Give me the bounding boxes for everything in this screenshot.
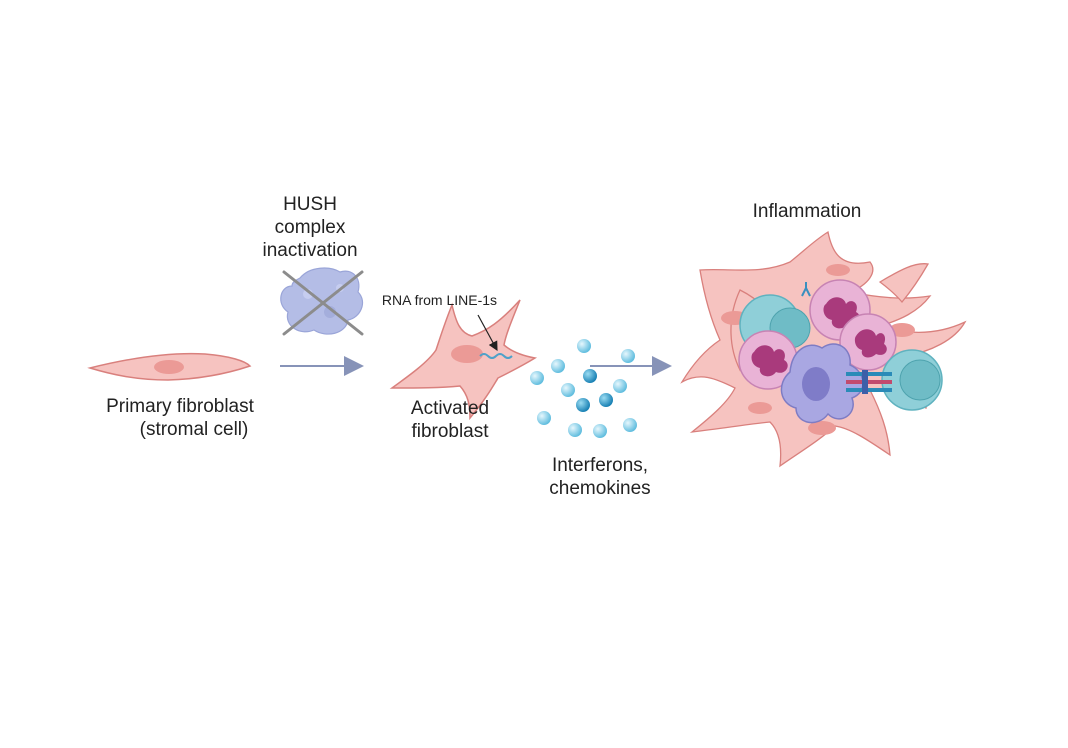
activated-label-line1: Activated (410, 398, 490, 419)
inflammation-label: Inflammation (752, 201, 862, 222)
cytokine-icon (599, 393, 613, 407)
hush-label-line3: inactivation (262, 240, 358, 261)
primary-label-line1: Primary fibroblast (106, 396, 254, 417)
hush-label: HUSH complex inactivation (240, 193, 380, 262)
cytokine-icon (621, 349, 635, 363)
cytokine-icon (623, 418, 637, 432)
neutrophil-icon (738, 330, 798, 390)
primary-fibroblast-label: Primary fibroblast (stromal cell) (80, 395, 280, 441)
cytokine-icon (530, 371, 544, 385)
cytokine-icon (576, 398, 590, 412)
rna-strand-icon (479, 353, 513, 359)
cytokine-icon (593, 424, 607, 438)
inflammation-cluster (680, 230, 967, 468)
cytokine-icon (568, 423, 582, 437)
activated-label-line2: fibroblast (411, 421, 489, 442)
hush-label-line1: HUSH (283, 194, 337, 215)
cytokine-icon (577, 339, 591, 353)
rna-pointer-arrow (477, 314, 498, 352)
activated-fibroblast-label: Activated fibroblast (400, 397, 500, 443)
receptor-icon (846, 370, 892, 394)
cytokine-icon (551, 359, 565, 373)
cytokine-cluster (530, 339, 637, 438)
activated-fibroblast-icon (389, 299, 538, 421)
hush-label-line2: complex (274, 217, 346, 238)
interferons-label-line1: Interferons, (551, 455, 649, 476)
interferons-label-line2: chemokines (549, 478, 651, 499)
cytokine-icon (613, 379, 627, 393)
t-cell-icon (881, 349, 943, 411)
cytokine-icon (537, 411, 551, 425)
macrophage-icon (780, 343, 864, 424)
cytokine-icon (561, 383, 575, 397)
rna-label: RNA from LINE-1s (381, 292, 498, 308)
interferons-label: Interferons, chemokines (535, 454, 665, 500)
neutrophil-icon (839, 313, 897, 371)
cross-icon (282, 270, 364, 336)
primary-fibroblast-icon (87, 352, 252, 381)
cytokine-icon (583, 369, 597, 383)
primary-label-line2: (stromal cell) (139, 419, 249, 440)
